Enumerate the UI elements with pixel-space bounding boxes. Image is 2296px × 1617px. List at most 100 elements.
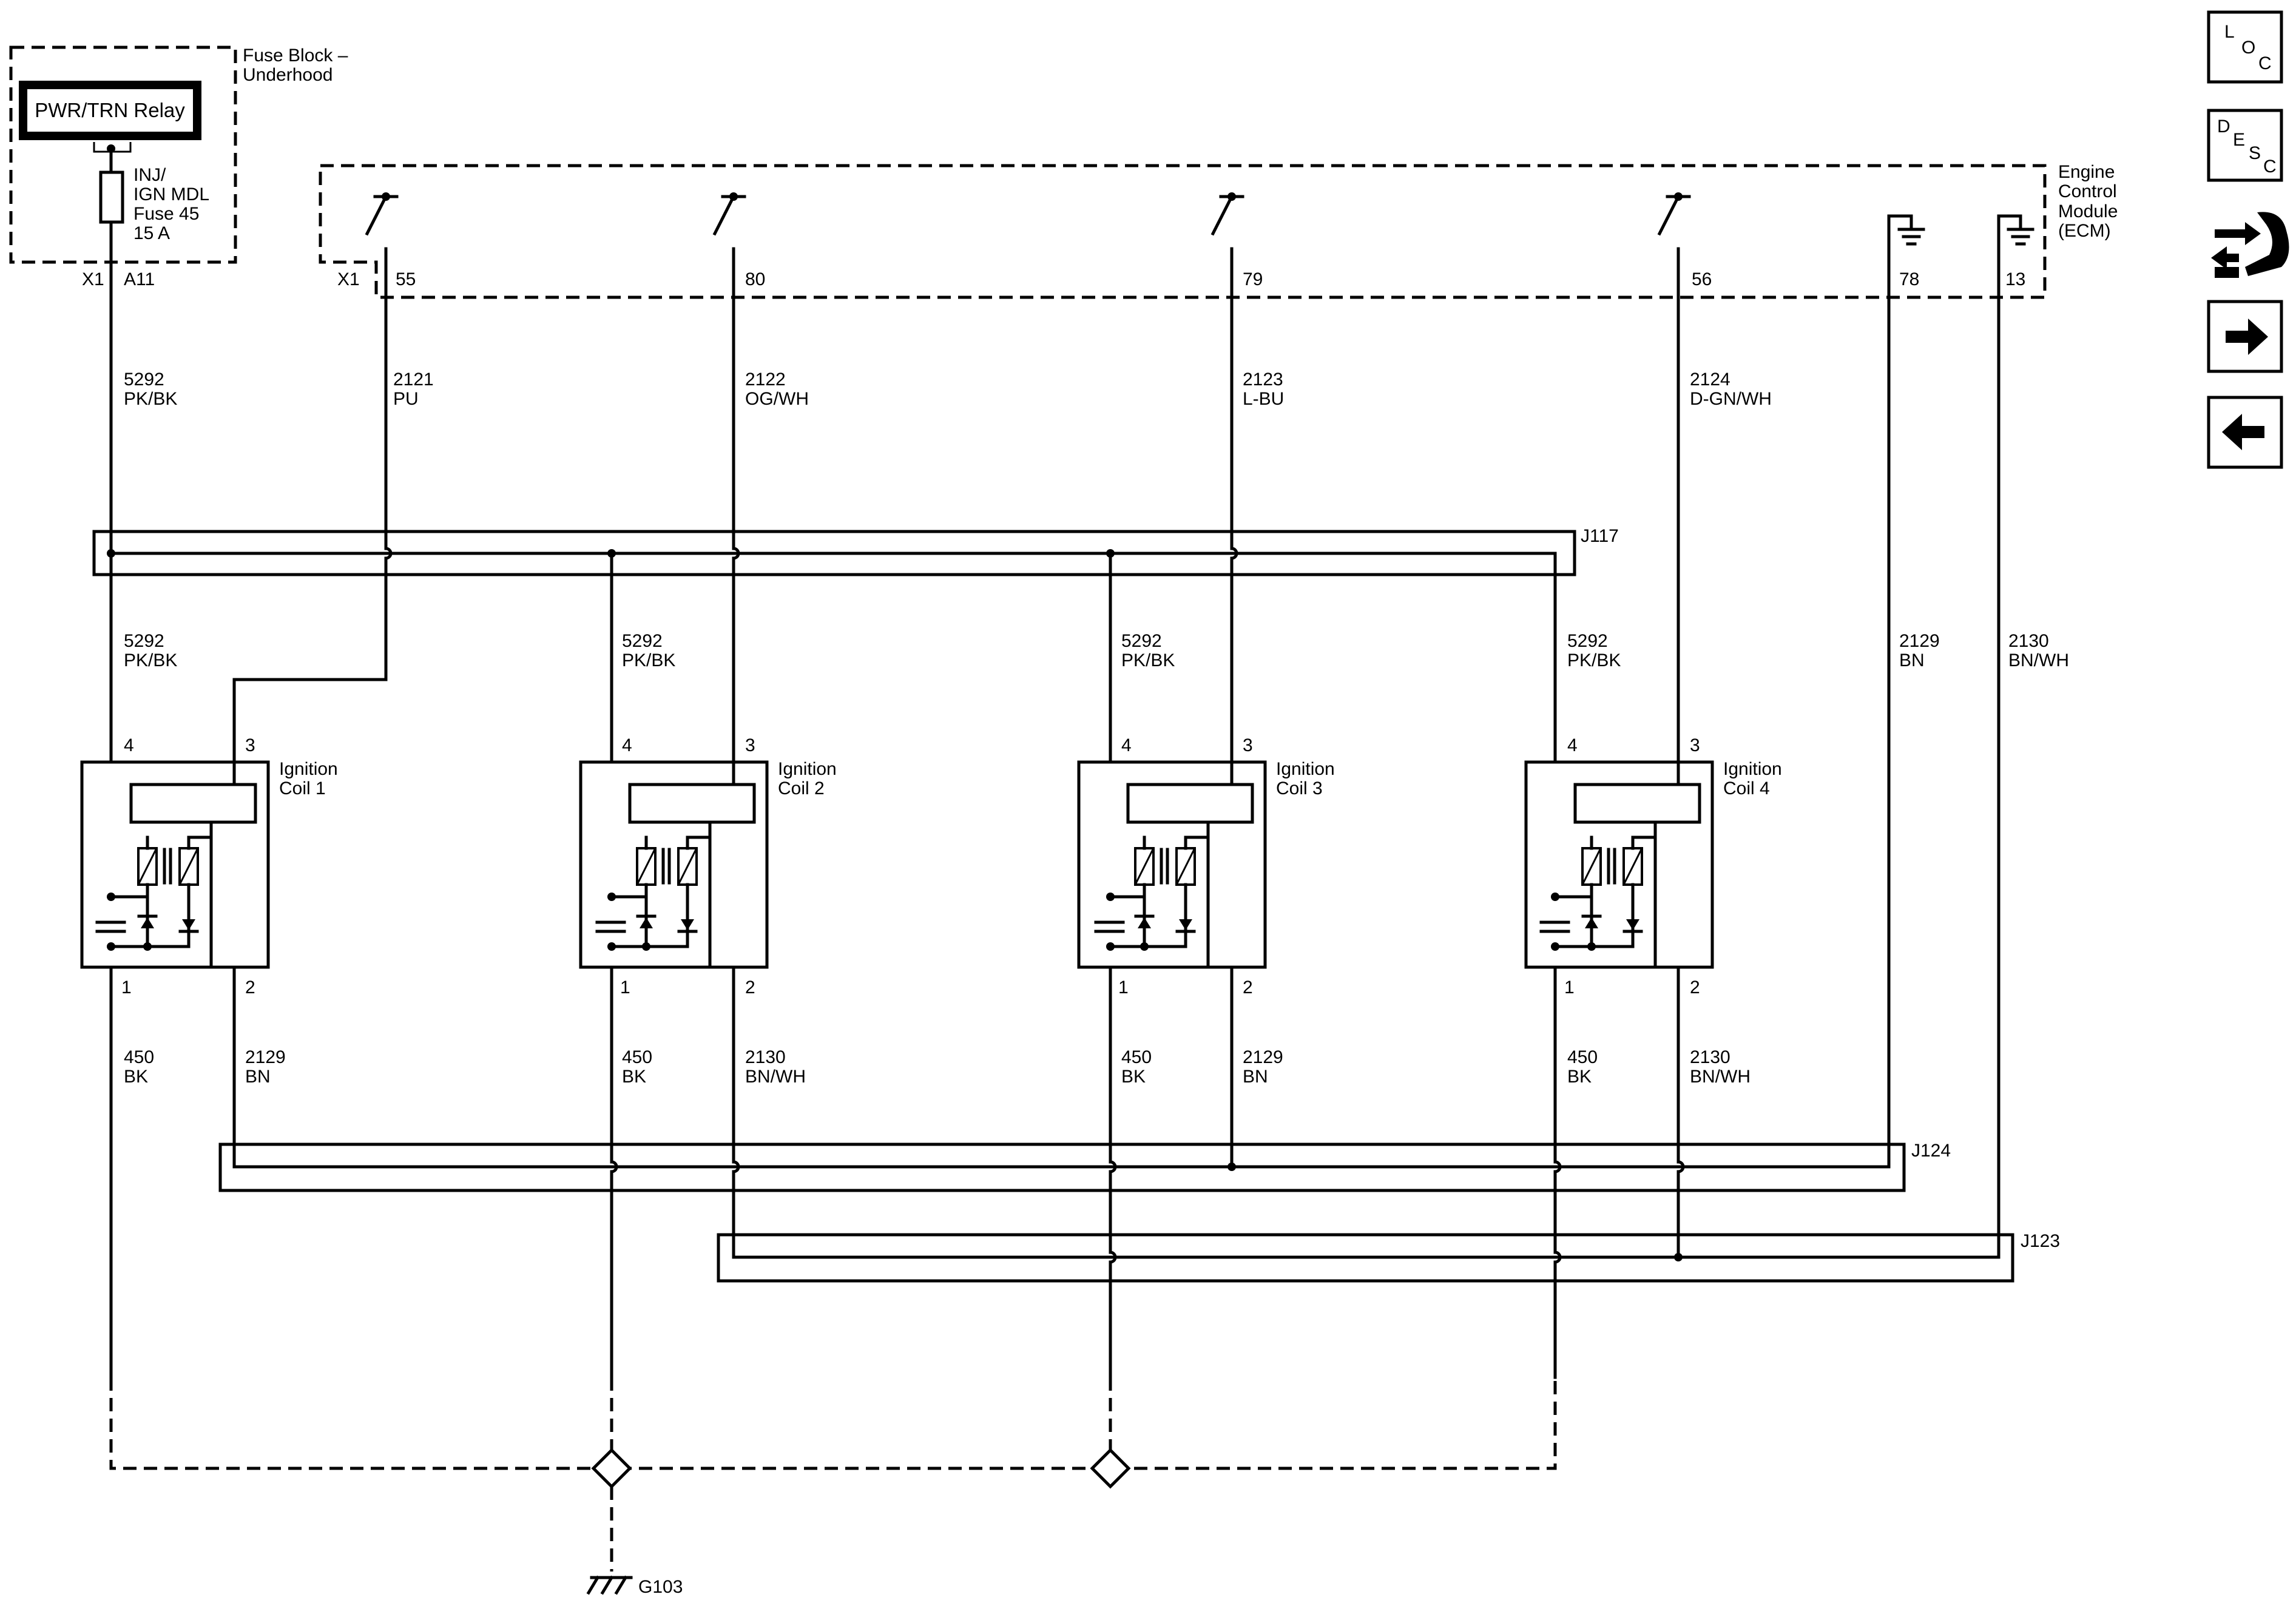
wire-label: 2122 (745, 370, 786, 390)
splice-pack-j117: J117 (92, 526, 1619, 576)
wire-label: 5292 (124, 631, 164, 651)
diagram-text: E (2233, 130, 2245, 150)
fuse-label-1: INJ/ (133, 165, 166, 185)
diagram-text: Ignition (279, 759, 338, 779)
ecm-driver-switch-4 (1657, 192, 1691, 264)
diagram-text: Coil 3 (1276, 778, 1323, 798)
diagram-text: 2 (745, 977, 755, 998)
diagram-text: Coil 4 (1723, 778, 1770, 798)
ecm-pin-55: 55 (396, 269, 416, 289)
diagram-text: 2 (245, 977, 255, 998)
ground-g103-label: G103 (638, 1577, 683, 1597)
diagram-text: 4 (1121, 735, 1132, 755)
diagram-text: S (2249, 143, 2261, 163)
diagram-text: 1 (1118, 977, 1129, 998)
fuse-block-underhood: Fuse Block – Underhood PWR/TRN Relay INJ… (9, 46, 348, 289)
ecm-label-1: Engine (2058, 162, 2115, 182)
ecm-connector: X1 (337, 269, 360, 289)
diagram-text: 1 (620, 977, 630, 998)
diagram-text: C (2263, 157, 2277, 177)
wire-label: 450 (1567, 1047, 1598, 1067)
wire-label: 5292 (622, 631, 663, 651)
wire-label: BN/WH (2008, 650, 2069, 670)
wire-label: 2129 (1899, 631, 1940, 651)
engine-control-module: Engine Control Module (ECM) X1 55 80 79 … (319, 162, 2118, 299)
ecm-pin-80: 80 (745, 269, 765, 289)
splice-pack-j124: J124 (218, 1141, 1951, 1192)
wire-label: 450 (124, 1047, 154, 1067)
wire-label: PU (393, 389, 419, 409)
wire-label: 2129 (1243, 1047, 1283, 1067)
diagram-text: 2 (1690, 977, 1700, 998)
diagram-text: 4 (622, 735, 632, 755)
diagram-text: Coil 1 (279, 778, 326, 798)
wiring: G103 (107, 260, 2001, 1597)
diagram-text: 4 (1567, 735, 1578, 755)
wire-label: BN (245, 1067, 271, 1087)
diagram-text: 4 (124, 735, 134, 755)
ecm-label-3: Module (2058, 201, 2118, 221)
ground-connection-diamond-2 (1090, 1448, 1131, 1489)
fuse-45-symbol (99, 170, 124, 224)
relay-label: PWR/TRN Relay (35, 99, 185, 121)
splice-pack-j123: J123 (717, 1231, 2060, 1283)
wire-label: BN/WH (1690, 1067, 1751, 1087)
wire-label: BK (124, 1067, 148, 1087)
wire-label: 450 (1121, 1047, 1152, 1067)
fuse-label-2: IGN MDL (133, 184, 209, 204)
diagram-text: C (2258, 53, 2272, 73)
fuse-label-4: 15 A (133, 223, 170, 243)
fuse-block-title-2: Underhood (243, 65, 333, 85)
wire-label: 2130 (745, 1047, 786, 1067)
ground-connection-diamond-1 (591, 1448, 632, 1489)
wire-label: PK/BK (622, 650, 675, 670)
wire-labels: 5292 PK/BK 2121 PU 2122 OG/WH 2123 L-BU … (124, 370, 2069, 1087)
splice-j123-label: J123 (2021, 1231, 2060, 1251)
splice-j124-label: J124 (1911, 1141, 1951, 1161)
wire-label: L-BU (1243, 389, 1284, 409)
ecm-driver-switch-3 (1210, 192, 1244, 264)
diagram-text: 2 (1243, 977, 1253, 998)
ecm-label-4: (ECM) (2058, 221, 2111, 241)
next-arrow-icon[interactable] (2207, 300, 2283, 373)
fuse-pin-a11: A11 (124, 269, 155, 289)
desc-button[interactable]: D E S C (2207, 109, 2283, 182)
ignition-coil-1: Ignition Coil 1 4 3 1 2 (80, 735, 338, 998)
wire-label: BN (1899, 650, 1925, 670)
diagram-text: D (2217, 116, 2230, 137)
wire-label: 2130 (2008, 631, 2049, 651)
wire-label: OG/WH (745, 389, 809, 409)
diagram-text: 1 (121, 977, 132, 998)
wire-label: BN/WH (745, 1067, 806, 1087)
diagram-text: Ignition (778, 759, 837, 779)
wire-label: PK/BK (1567, 650, 1621, 670)
pwr-trn-relay-box (19, 81, 201, 140)
wire-label: 2124 (1690, 370, 1730, 390)
ignition-coil-4: Ignition Coil 4 4 3 1 2 (1524, 735, 1782, 998)
ecm-pin-79: 79 (1243, 269, 1263, 289)
wire-label: BK (1121, 1067, 1146, 1087)
wire-label: 450 (622, 1047, 652, 1067)
wire-label: PK/BK (1121, 650, 1175, 670)
diagram-text: Coil 2 (778, 778, 825, 798)
ecm-pin-13: 13 (2005, 269, 2025, 289)
wire-label: PK/BK (124, 389, 177, 409)
connector-tool-icon[interactable] (2211, 212, 2289, 278)
previous-arrow-icon[interactable] (2207, 396, 2283, 469)
ignition-coil-2: Ignition Coil 2 4 3 1 2 (579, 735, 837, 998)
wire-label: 5292 (1121, 631, 1162, 651)
splice-j117-label: J117 (1581, 526, 1619, 546)
ecm-internal-ground-13 (1997, 214, 2034, 299)
loc-button[interactable]: L O C (2207, 10, 2283, 84)
ground-g103-icon (586, 1575, 633, 1595)
wire-label: 2130 (1690, 1047, 1730, 1067)
ecm-pin-56: 56 (1692, 269, 1712, 289)
ecm-internal-ground-78 (1887, 214, 1925, 299)
diagram-text: 1 (1564, 977, 1575, 998)
wire-label: BK (1567, 1067, 1592, 1087)
wire-label: 2121 (393, 370, 434, 390)
diagram-text: 3 (745, 735, 755, 755)
diagram-text: 3 (1690, 735, 1700, 755)
